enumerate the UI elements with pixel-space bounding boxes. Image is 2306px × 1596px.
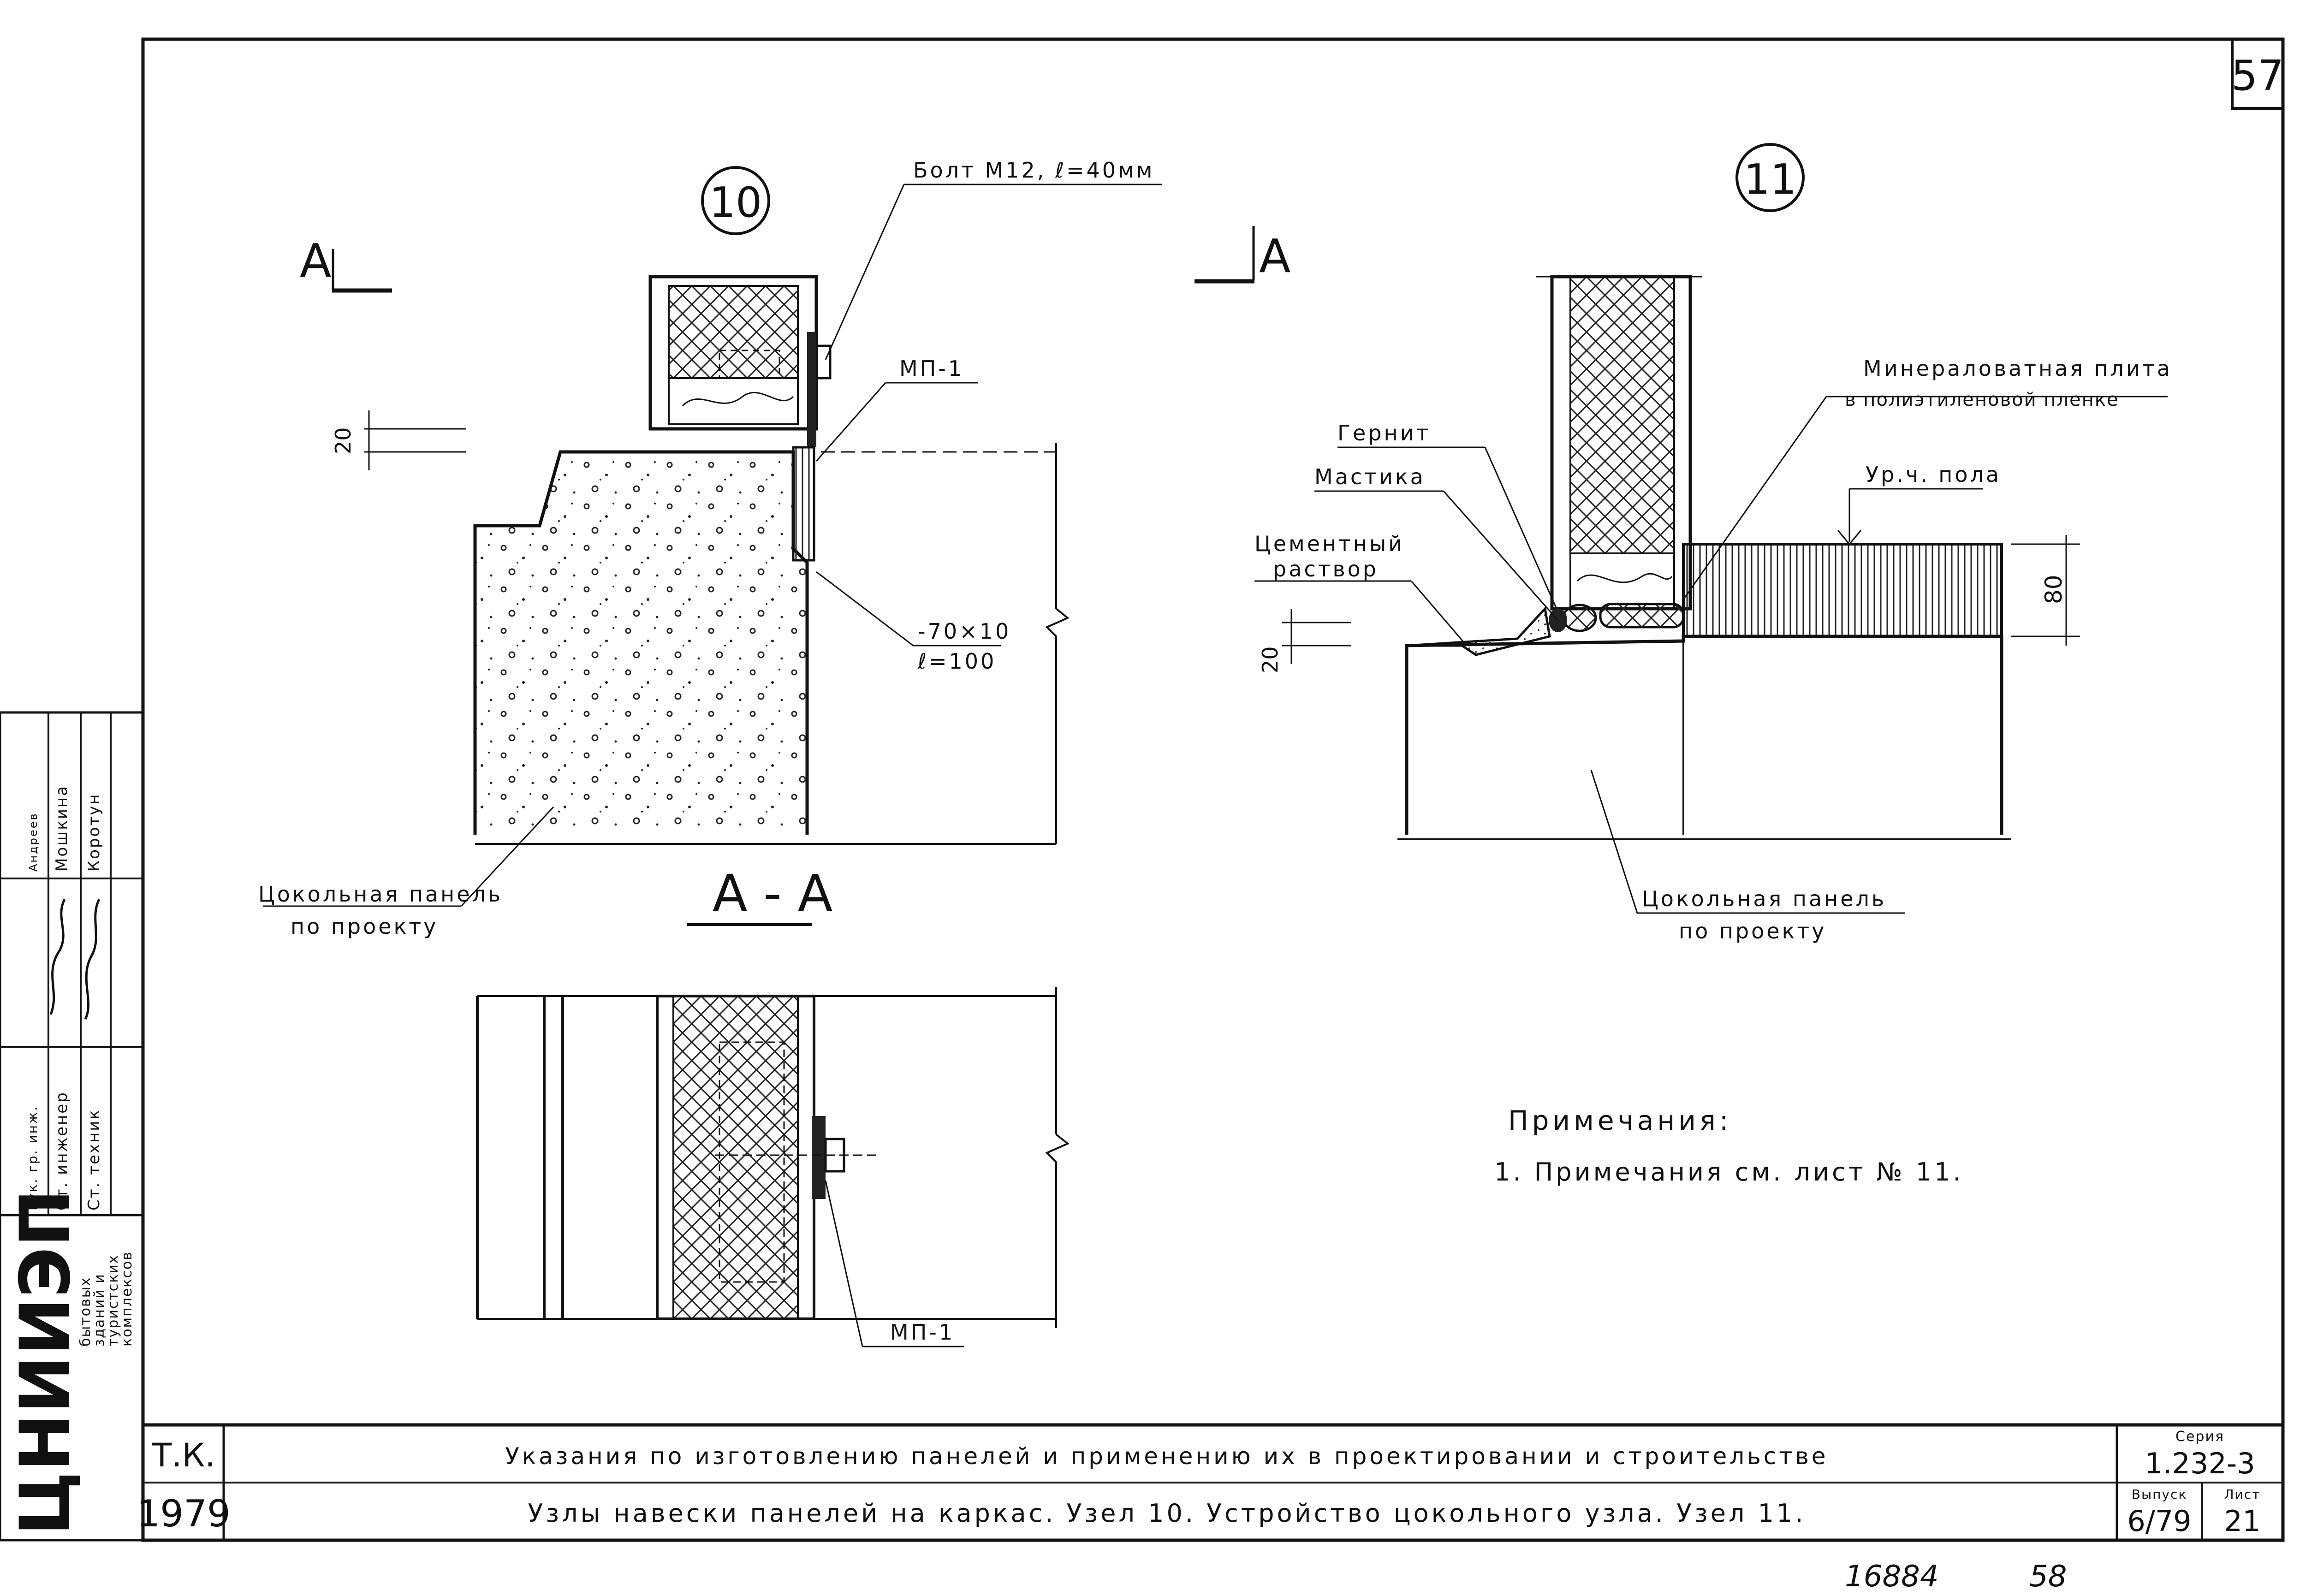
gernit-label: Гернит <box>1337 421 1431 445</box>
signature-1 <box>49 898 66 1015</box>
sheet-number: 57 <box>2231 52 2284 100</box>
section-aa: А - А МП-1 <box>476 864 1070 1347</box>
section-mark-left: A <box>300 234 331 288</box>
node11-panel-sub: по проекту <box>1679 919 1826 943</box>
tb-title-main: Указания по изготовлению панелей и приме… <box>505 1443 1828 1470</box>
node11-panel-label: Цокольная панель <box>1642 886 1886 911</box>
section-aa-plate: МП-1 <box>890 1320 955 1345</box>
dim-80: 80 <box>2040 575 2067 604</box>
stamp-org: ЦНИИЭП <box>6 1189 86 1536</box>
node10-panel-sub: по проекту <box>291 914 438 939</box>
stamp-name-2: Коротун <box>85 793 103 872</box>
cement-label-1: Цементный <box>1254 531 1404 556</box>
stamp-org-sub-1: бытовых <box>77 1277 94 1347</box>
stamp-org-sub-2: зданий и <box>91 1273 107 1347</box>
node-11-number: 11 <box>1744 155 1797 204</box>
sheet-frame: 57 <box>141 37 2285 1542</box>
plate-top-label: МП-1 <box>899 356 964 381</box>
bolt-label: Болт М12, ℓ=40мм <box>913 158 1154 183</box>
notes-title: Примечания: <box>1508 1105 1732 1136</box>
stamp-org-sub-4: комплексов <box>119 1251 135 1347</box>
tb-series-label: Серия <box>2175 1429 2224 1445</box>
tb-series-value: 1.232-3 <box>2145 1447 2255 1480</box>
cement-label-2: раствор <box>1273 557 1379 581</box>
stamp-role-1: Рук. гр. инж. <box>25 1105 40 1210</box>
strip-label: -70×10 <box>918 619 1011 644</box>
node-10: 10 A 20 Болт М12, ℓ=40мм МП <box>258 158 1162 939</box>
side-stamp: Мошкина Коротун Андреев Рук. гр. инж. Ст… <box>0 711 144 1542</box>
stamp-role-2: Ст. инженер <box>53 1091 71 1210</box>
floor-level-label: Ур.ч. пола <box>1866 462 2001 487</box>
mastika-label: Мастика <box>1314 464 1426 489</box>
node-10-number: 10 <box>709 178 762 227</box>
mineral-label-2: в полиэтиленовой пленке <box>1845 389 2119 410</box>
node-11: 11 А 80 20 Ур.ч. пола <box>1195 143 2172 943</box>
dim-20-node10: 20 <box>331 427 356 454</box>
section-aa-title: А - А <box>713 864 832 923</box>
page-footer: 16884 <box>1845 1560 1939 1594</box>
tb-sheet-label: Лист <box>2224 1487 2261 1502</box>
tb-issue-value: 6/79 <box>2127 1504 2191 1538</box>
stamp-name-1: Мошкина <box>53 785 71 872</box>
tb-sheet-value: 21 <box>2224 1504 2261 1538</box>
signature-2 <box>84 898 101 1020</box>
notes-item-1: 1. Примечания см. лист № 11. <box>1494 1157 1964 1187</box>
mineral-label-1: Минераловатная плита <box>1863 356 2172 381</box>
tb-year: 1979 <box>137 1492 231 1535</box>
notes: Примечания: 1. Примечания см. лист № 11. <box>1494 1105 1964 1187</box>
page-footer-2: 58 <box>2029 1560 2067 1594</box>
section-mark-right: А <box>1259 229 1290 283</box>
stamp-org-sub-3: туристских <box>105 1254 121 1347</box>
node10-panel-label: Цокольная панель <box>258 882 503 907</box>
strip-len-label: ℓ=100 <box>917 649 996 674</box>
tb-title-sub: Узлы навески панелей на каркас. Узел 10.… <box>528 1499 1806 1528</box>
tb-code: Т.К. <box>152 1436 215 1474</box>
stamp-role-3: Ст. техник <box>85 1109 103 1210</box>
dim-20-node11: 20 <box>1258 646 1283 673</box>
stamp-name-0: Андреев <box>27 812 40 872</box>
tb-issue-label: Выпуск <box>2132 1487 2187 1502</box>
title-block: Т.К. 1979 Указания по изготовлению панел… <box>137 1423 2283 1540</box>
